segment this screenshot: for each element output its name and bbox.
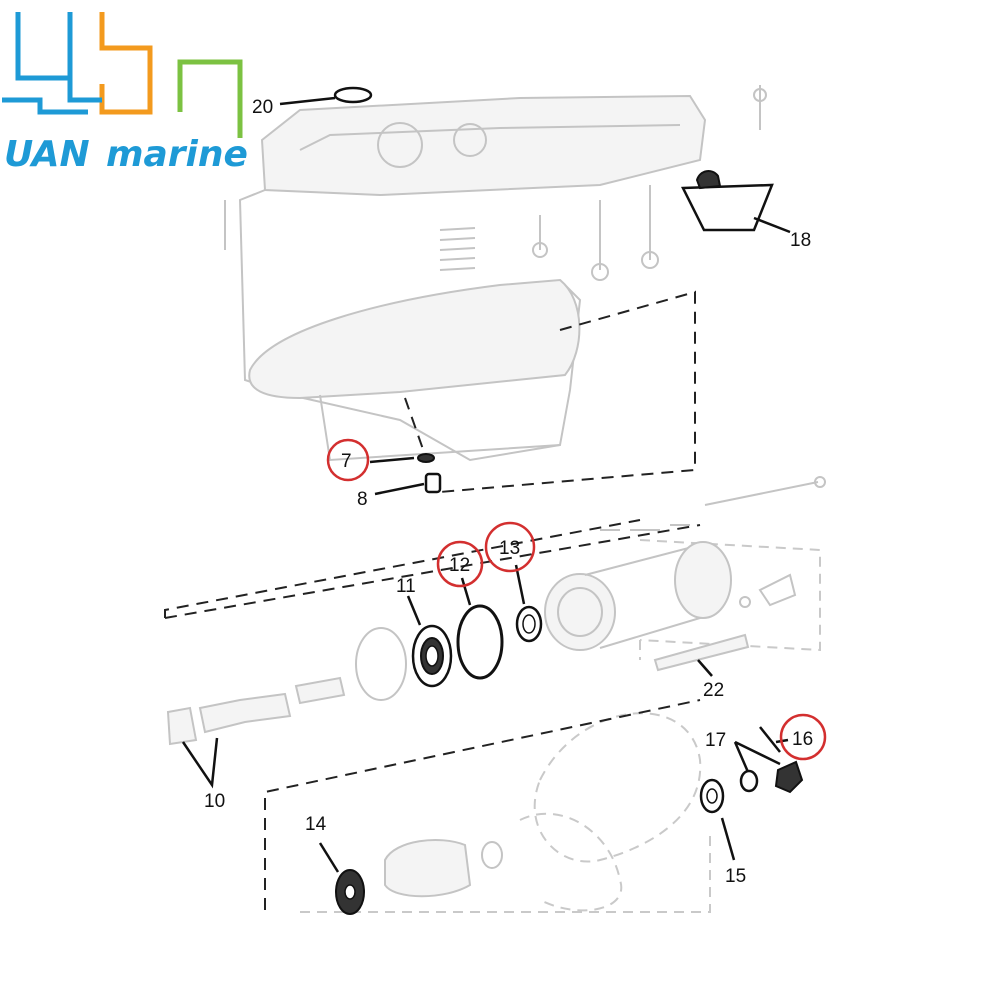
- part-10-shafts: 10: [166, 676, 346, 812]
- brand-name-uan: UAN: [4, 134, 90, 175]
- group-outline-mid: [164, 519, 701, 619]
- drain-axis: [404, 397, 426, 456]
- callout-14: 14: [305, 814, 327, 835]
- group-outline-top: [439, 290, 696, 493]
- callout-17: 17: [705, 730, 726, 751]
- group-outline-bottom: [264, 699, 701, 910]
- brand-logo: UAN marine: [2, 12, 248, 175]
- logo-a-stroke: [99, 12, 153, 115]
- callout-10: 10: [204, 791, 225, 812]
- part-13-seal: 13: [484, 521, 543, 643]
- callout-18: 18: [790, 230, 811, 251]
- propeller-outline: [384, 712, 702, 912]
- gearcase-housing: [224, 85, 767, 462]
- part-22-pin: 22: [697, 659, 724, 701]
- callout-11: 11: [396, 576, 416, 597]
- logo-bottom-stroke: [2, 97, 88, 115]
- group-outline-bottom-right: [300, 830, 711, 913]
- callout-16: 16: [792, 729, 813, 750]
- logo-u-stroke: [15, 12, 73, 81]
- callout-13: 13: [499, 538, 520, 559]
- callout-12: 12: [449, 555, 470, 576]
- part-20-cap: 20: [252, 86, 373, 118]
- part-15-nut: 15: [699, 778, 746, 887]
- part-14-thrust-washer: 14: [305, 814, 365, 915]
- logo-link-stroke: [67, 78, 102, 103]
- part-7-washer: 7: [326, 438, 435, 482]
- part-18-anode: 18: [681, 170, 811, 251]
- callout-8: 8: [357, 489, 368, 510]
- callout-20: 20: [252, 97, 273, 118]
- part-17-locking-parts: 17: [705, 726, 804, 794]
- callout-15: 15: [725, 866, 746, 887]
- part-12-o-ring: 12: [436, 540, 504, 680]
- logo-n-stroke: [177, 59, 243, 138]
- part-8-drain-screw: 8: [357, 472, 442, 510]
- brand-name-marine: marine: [106, 134, 248, 175]
- callout-22: 22: [703, 680, 724, 701]
- part-11-bearing: 11: [355, 576, 453, 701]
- callout-7: 7: [341, 451, 352, 472]
- part-16-cotter-pin: 16: [775, 713, 827, 761]
- propshaft-assembly: [544, 476, 826, 672]
